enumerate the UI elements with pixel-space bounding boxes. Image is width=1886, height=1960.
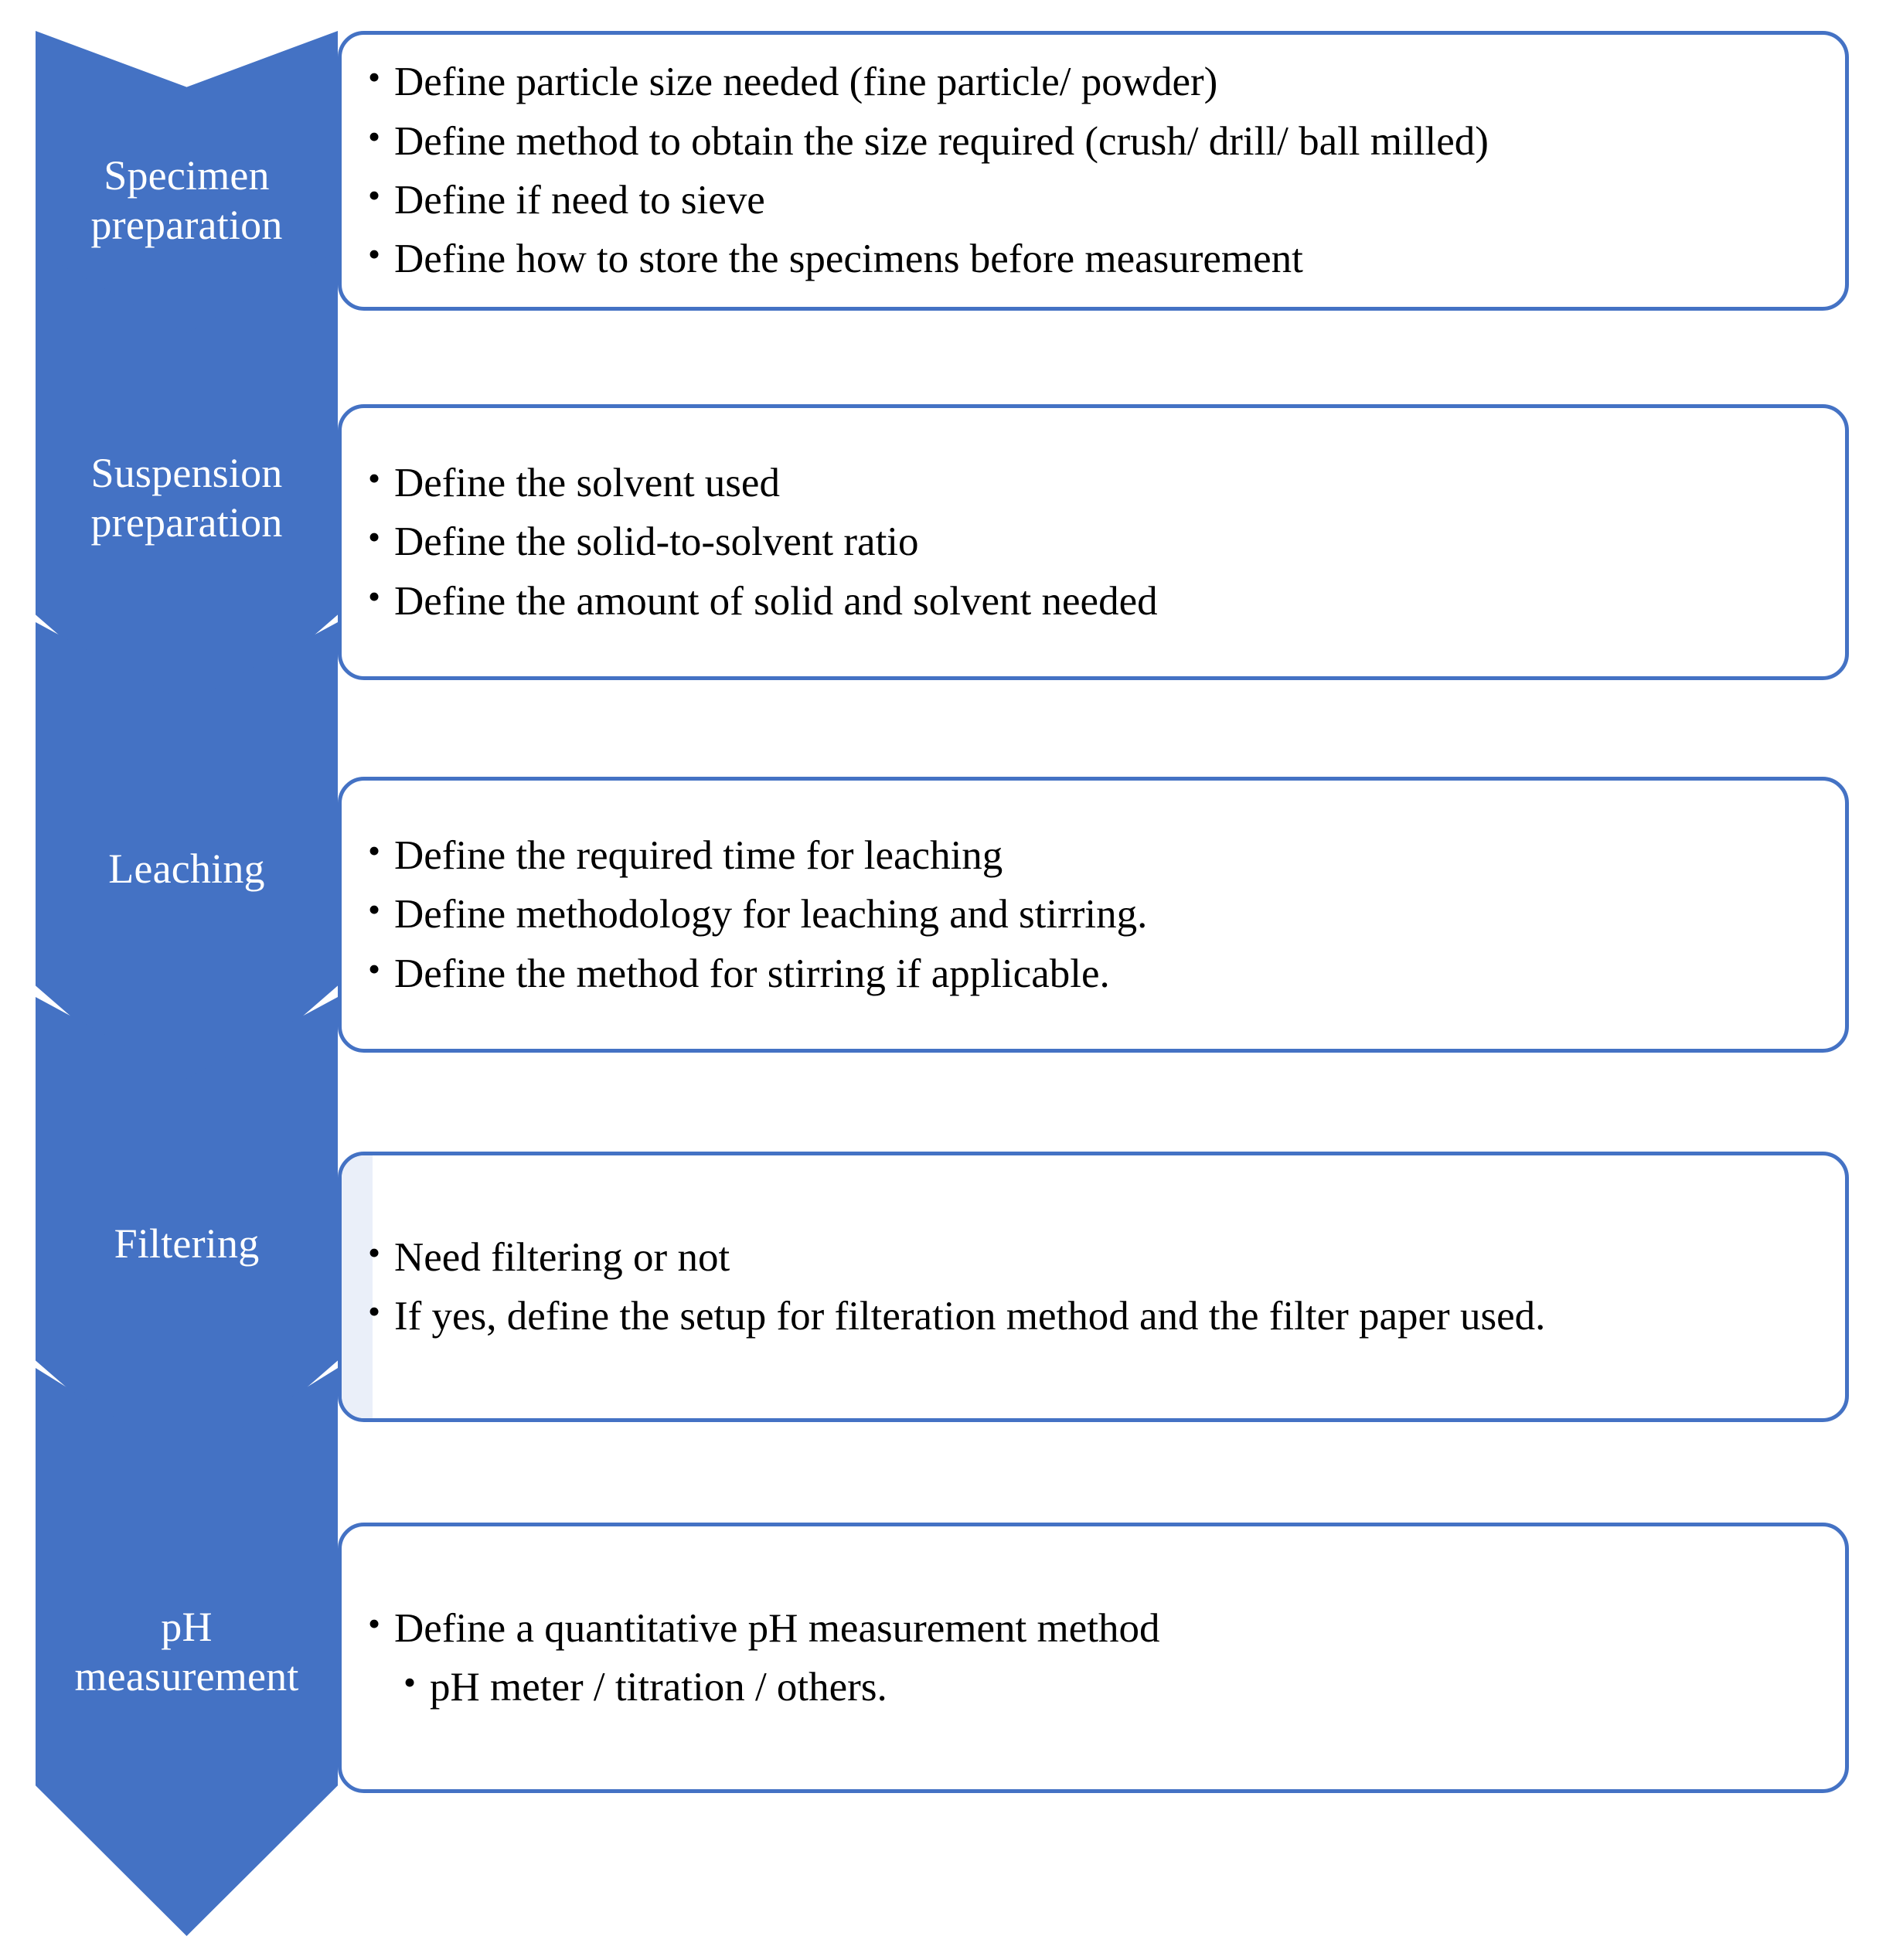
- content-box-specimen-preparation: Define particle size needed (fine partic…: [338, 31, 1849, 311]
- bullet-item: If yes, define the setup for filteration…: [363, 1285, 1814, 1346]
- chevron-label-ph-measurement: pH measurement: [74, 1603, 299, 1700]
- bullet-item: Define a quantitative pH measurement met…: [363, 1598, 1814, 1658]
- content-box-suspension-preparation: Define the solvent used Define the solid…: [338, 404, 1849, 680]
- bullet-item-sub: pH meter / titration / others.: [363, 1656, 1814, 1717]
- bullet-item: Define the solvent used: [363, 452, 1814, 512]
- bullet-list-leaching: Define the required time for leaching De…: [342, 825, 1845, 1003]
- bullet-list-ph-measurement: Define a quantitative pH measurement met…: [342, 1598, 1845, 1717]
- bullet-item: Define method to obtain the size require…: [363, 111, 1814, 171]
- bullet-item: Define the method for stirring if applic…: [363, 943, 1814, 1003]
- content-box-ph-measurement: Define a quantitative pH measurement met…: [338, 1523, 1849, 1793]
- bullet-item: Define particle size needed (fine partic…: [363, 51, 1814, 111]
- bullet-item: Define how to store the specimens before…: [363, 228, 1814, 288]
- bullet-list-filtering: Need filtering or not If yes, define the…: [342, 1227, 1845, 1346]
- chevron-label-specimen-preparation: Specimen preparation: [90, 152, 283, 248]
- bullet-list-specimen-preparation: Define particle size needed (fine partic…: [342, 51, 1845, 288]
- chevron-label-leaching: Leaching: [108, 846, 265, 893]
- content-box-leaching: Define the required time for leaching De…: [338, 777, 1849, 1053]
- bullet-item: Define the solid-to-solvent ratio: [363, 511, 1814, 571]
- bullet-item: Define methodology for leaching and stir…: [363, 883, 1814, 944]
- bullet-item: Define the amount of solid and solvent n…: [363, 570, 1814, 631]
- content-box-filtering: Need filtering or not If yes, define the…: [338, 1152, 1849, 1422]
- chevron-label-suspension-preparation: Suspension preparation: [90, 450, 283, 546]
- bullet-item: Define the required time for leaching: [363, 825, 1814, 885]
- bullet-list-suspension-preparation: Define the solvent used Define the solid…: [342, 452, 1845, 631]
- bullet-item: Need filtering or not: [363, 1227, 1814, 1287]
- chevron-label-filtering: Filtering: [114, 1220, 260, 1268]
- bullet-item: Define if need to sieve: [363, 169, 1814, 230]
